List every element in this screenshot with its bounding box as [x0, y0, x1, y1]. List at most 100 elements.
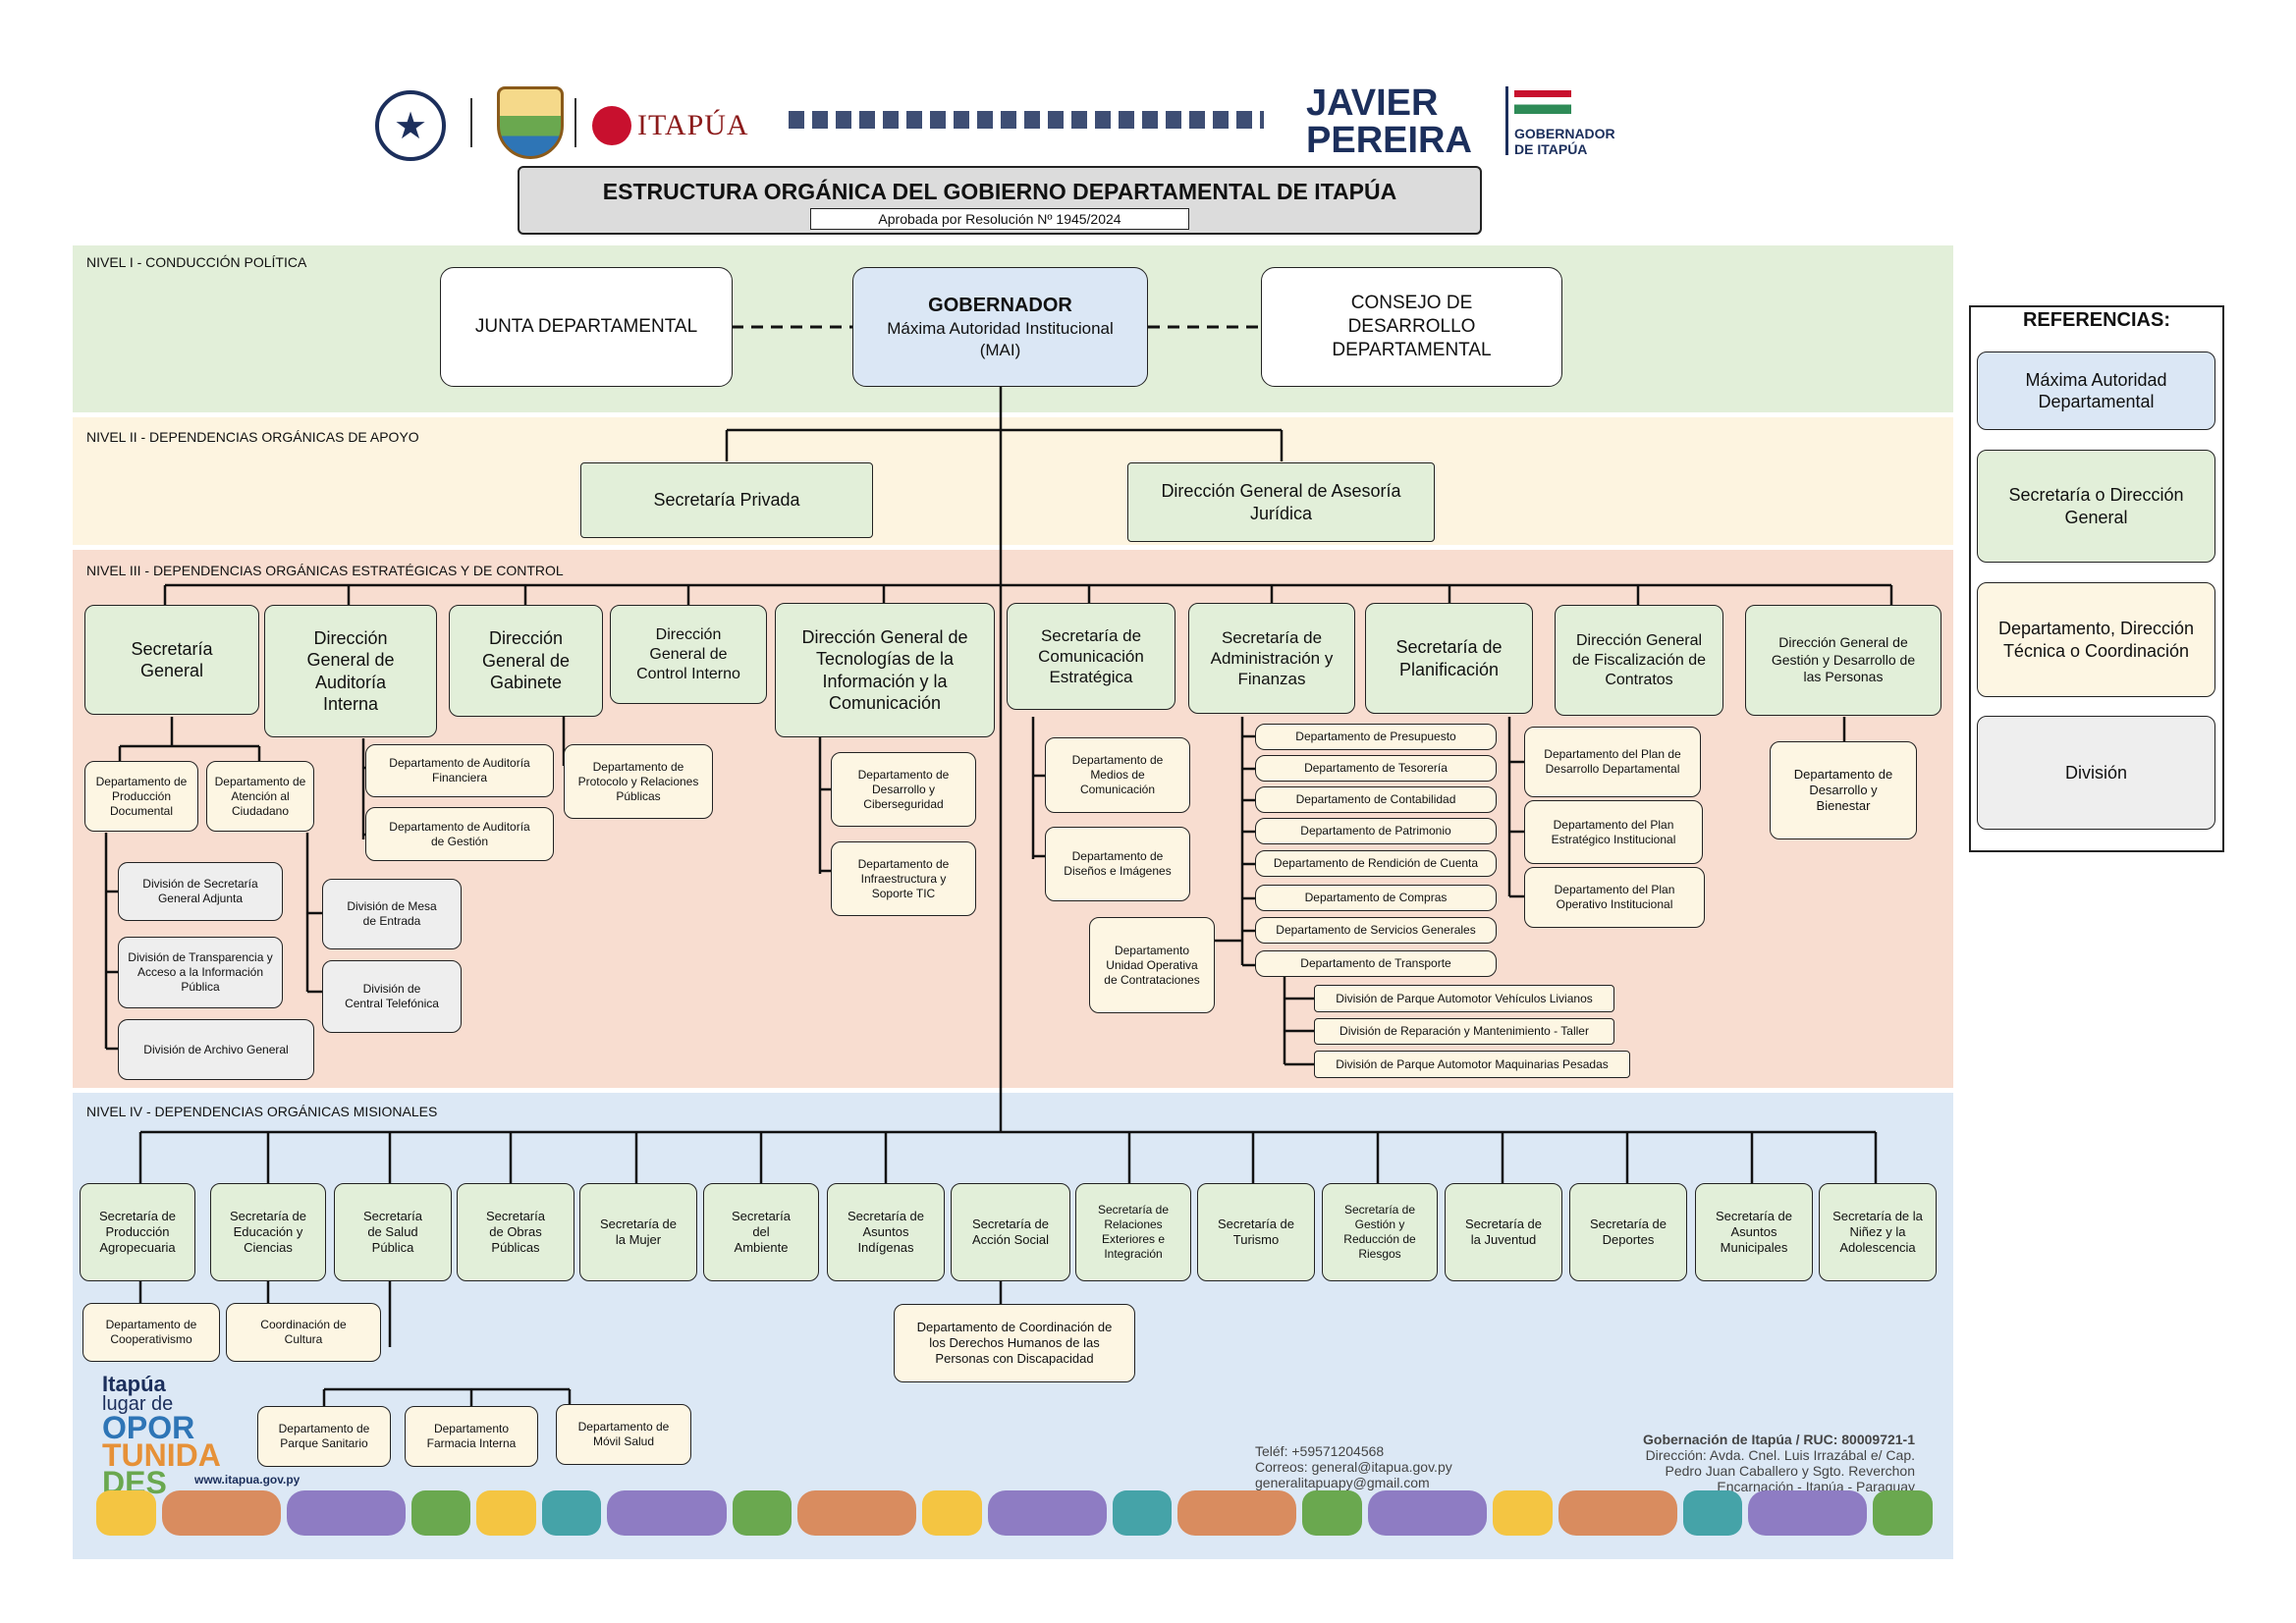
dpto-medios-comunicacion: Departamento de Medios de Comunicación	[1045, 737, 1190, 813]
jp-flag-stripes-icon	[1514, 90, 1571, 114]
dpto-parque-sanitario: Departamento de Parque Sanitario	[257, 1406, 391, 1467]
dg-control-interno-box: Dirección General de Control Interno	[610, 605, 767, 704]
sec-obras-publicas: Secretaría de Obras Públicas	[457, 1183, 574, 1281]
dg-fiscalizacion-box: Dirección General de Fiscalización de Co…	[1555, 605, 1723, 716]
stone-9	[797, 1490, 917, 1536]
stone-19	[1748, 1490, 1868, 1536]
stone-2	[161, 1490, 281, 1536]
stone-6	[541, 1490, 602, 1536]
sec-juventud: Secretaría de la Juventud	[1445, 1183, 1562, 1281]
dpto-contabilidad: Departamento de Contabilidad	[1255, 786, 1497, 813]
itapua-flower-icon	[592, 106, 631, 145]
stone-15	[1368, 1490, 1488, 1536]
itapua-word: ITAPÚA	[637, 109, 749, 141]
dpto-unidad-operativa-contrataciones: Departamento Unidad Operativa de Contrat…	[1089, 917, 1215, 1013]
dg-auditoria-interna-box: Dirección General de Auditoría Interna	[264, 605, 437, 737]
dpto-patrimonio: Departamento de Patrimonio	[1255, 818, 1497, 844]
decorative-pattern	[789, 111, 1264, 129]
secretaria-planificacion-box: Secretaría de Planificación	[1365, 603, 1533, 714]
dpto-produccion-documental: Departamento de Producción Documental	[84, 761, 198, 832]
sec-produccion-agropecuaria: Secretaría de Producción Agropecuaria	[80, 1183, 195, 1281]
div-transparencia: División de Transparencia y Acceso a la …	[118, 937, 283, 1008]
brand-op1: OPOR	[102, 1410, 195, 1445]
dpto-infraestructura: Departamento de Infraestructura y Soport…	[831, 841, 976, 916]
sec-gestion-riesgos: Secretaría de Gestión y Reducción de Rie…	[1322, 1183, 1438, 1281]
stone-8	[732, 1490, 793, 1536]
jp-line1: JAVIER	[1306, 82, 1439, 124]
ref-maxima-autoridad: Máxima Autoridad Departamental	[1977, 352, 2215, 430]
dpto-protocolo: Departamento de Protocolo y Relaciones P…	[564, 744, 713, 819]
sec-asuntos-municipales: Secretaría de Asuntos Municipales	[1695, 1183, 1813, 1281]
level-2-label: NIVEL II - DEPENDENCIAS ORGÁNICAS DE APO…	[86, 429, 419, 445]
dpto-presupuesto: Departamento de Presupuesto	[1255, 724, 1497, 750]
stone-20	[1873, 1490, 1933, 1536]
stone-5	[476, 1490, 536, 1536]
references-title: REFERENCIAS:	[2022, 309, 2170, 331]
div-parque-automotor-livianos: División de Parque Automotor Vehículos L…	[1314, 985, 1614, 1012]
stone-3	[286, 1490, 406, 1536]
brand-line2: lugar de	[102, 1393, 174, 1415]
sec-ninez-adolescencia: Secretaría de la Niñez y la Adolescencia	[1819, 1183, 1937, 1281]
junta-departamental-box: JUNTA DEPARTAMENTAL	[440, 267, 733, 387]
asesoria-juridica-box: Dirección General de Asesoría Jurídica	[1127, 462, 1435, 542]
stone-16	[1493, 1490, 1553, 1536]
dpto-cooperativismo: Departamento de Cooperativismo	[82, 1303, 220, 1362]
stone-17	[1558, 1490, 1677, 1536]
sec-mujer: Secretaría de la Mujer	[579, 1183, 697, 1281]
dpto-disenos-imagenes: Departamento de Diseños e Imágenes	[1045, 827, 1190, 901]
sec-accion-social: Secretaría de Acción Social	[951, 1183, 1070, 1281]
dpto-desarrollo-bienestar: Departamento de Desarrollo y Bienestar	[1770, 741, 1917, 839]
div-parque-automotor-pesadas: División de Parque Automotor Maquinarias…	[1314, 1051, 1630, 1078]
footer-address: Gobernación de Itapúa / RUC: 80009721-1 …	[1527, 1432, 1915, 1494]
brand-line1: Itapúa	[102, 1372, 166, 1396]
stone-1	[96, 1490, 156, 1536]
footer-brand: Itapúa lugar de OPOR TUNIDA DES	[102, 1372, 221, 1499]
divider	[574, 98, 576, 147]
dpto-auditoria-financiera: Departamento de Auditoría Financiera	[365, 744, 554, 797]
dpto-derechos-humanos-discapacidad: Departamento de Coordinación de los Dere…	[894, 1304, 1135, 1382]
footer-addr1: Dirección: Avda. Cnel. Luis Irrazábal e/…	[1645, 1447, 1915, 1463]
consejo-desarrollo-box: CONSEJO DE DESARROLLO DEPARTAMENTAL	[1261, 267, 1562, 387]
itapua-coat-of-arms-icon	[497, 86, 564, 159]
sec-asuntos-indigenas: Secretaría de Asuntos Indígenas	[827, 1183, 945, 1281]
div-archivo-general: División de Archivo General	[118, 1019, 314, 1080]
footer-org: Gobernación de Itapúa / RUC: 80009721-1	[1643, 1432, 1915, 1447]
secretaria-administracion-box: Secretaría de Administración y Finanzas	[1188, 603, 1355, 714]
level-2-band	[73, 417, 1953, 545]
footer-decorative-stripe	[96, 1490, 1933, 1536]
sec-relaciones-exteriores: Secretaría de Relaciones Exteriores e In…	[1075, 1183, 1191, 1281]
ref-departamento: Departamento, Dirección Técnica o Coordi…	[1977, 582, 2215, 697]
dpto-transporte: Departamento de Transporte	[1255, 950, 1497, 977]
level-4-label: NIVEL IV - DEPENDENCIAS ORGÁNICAS MISION…	[86, 1104, 438, 1119]
dpto-atencion-ciudadano: Departamento de Atención al Ciudadano	[206, 761, 314, 832]
gobernador-sub1: Máxima Autoridad Institucional	[887, 319, 1114, 339]
page-subtitle: Aprobada por Resolución Nº 1945/2024	[810, 208, 1189, 230]
stone-13	[1177, 1490, 1297, 1536]
stone-18	[1682, 1490, 1743, 1536]
page-title: ESTRUCTURA ORGÁNICA DEL GOBIERNO DEPARTA…	[602, 179, 1397, 204]
dpto-farmacia-interna: Departamento Farmacia Interna	[405, 1406, 538, 1467]
gobernador-title: GOBERNADOR	[928, 295, 1072, 317]
gobernador-box: GOBERNADOR Máxima Autoridad Instituciona…	[852, 267, 1148, 387]
jp-sub1: GOBERNADOR	[1514, 126, 1615, 141]
dg-tecnologias-box: Dirección General de Tecnologías de la I…	[775, 603, 995, 737]
dpto-plan-estrategico: Departamento del Plan Estratégico Instit…	[1524, 800, 1703, 864]
level-3-label: NIVEL III - DEPENDENCIAS ORGÁNICAS ESTRA…	[86, 563, 564, 578]
div-central-telefonica: División de Central Telefónica	[322, 960, 462, 1033]
div-secretaria-general-adjunta: División de Secretaría General Adjunta	[118, 862, 283, 921]
secretaria-privada-box: Secretaría Privada	[580, 462, 873, 538]
dpto-auditoria-gestion: Departamento de Auditoría de Gestión	[365, 807, 554, 861]
dpto-tesoreria: Departamento de Tesorería	[1255, 755, 1497, 782]
footer-addr2: Pedro Juan Caballero y Sgto. Reverchon	[1665, 1463, 1915, 1479]
stone-7	[607, 1490, 727, 1536]
footer-mail2: generalitapuapy@gmail.com	[1255, 1475, 1430, 1490]
stone-14	[1302, 1490, 1363, 1536]
coord-cultura: Coordinación de Cultura	[226, 1303, 381, 1362]
paraguay-seal-icon: ★	[375, 90, 446, 161]
dpto-rendicion-cuenta: Departamento de Rendición de Cuenta	[1255, 850, 1497, 877]
brand-op2: TUNIDA	[102, 1437, 221, 1473]
secretaria-comunicacion-box: Secretaría de Comunicación Estratégica	[1007, 603, 1175, 710]
dpto-servicios-generales: Departamento de Servicios Generales	[1255, 917, 1497, 944]
ref-division: División	[1977, 716, 2215, 830]
